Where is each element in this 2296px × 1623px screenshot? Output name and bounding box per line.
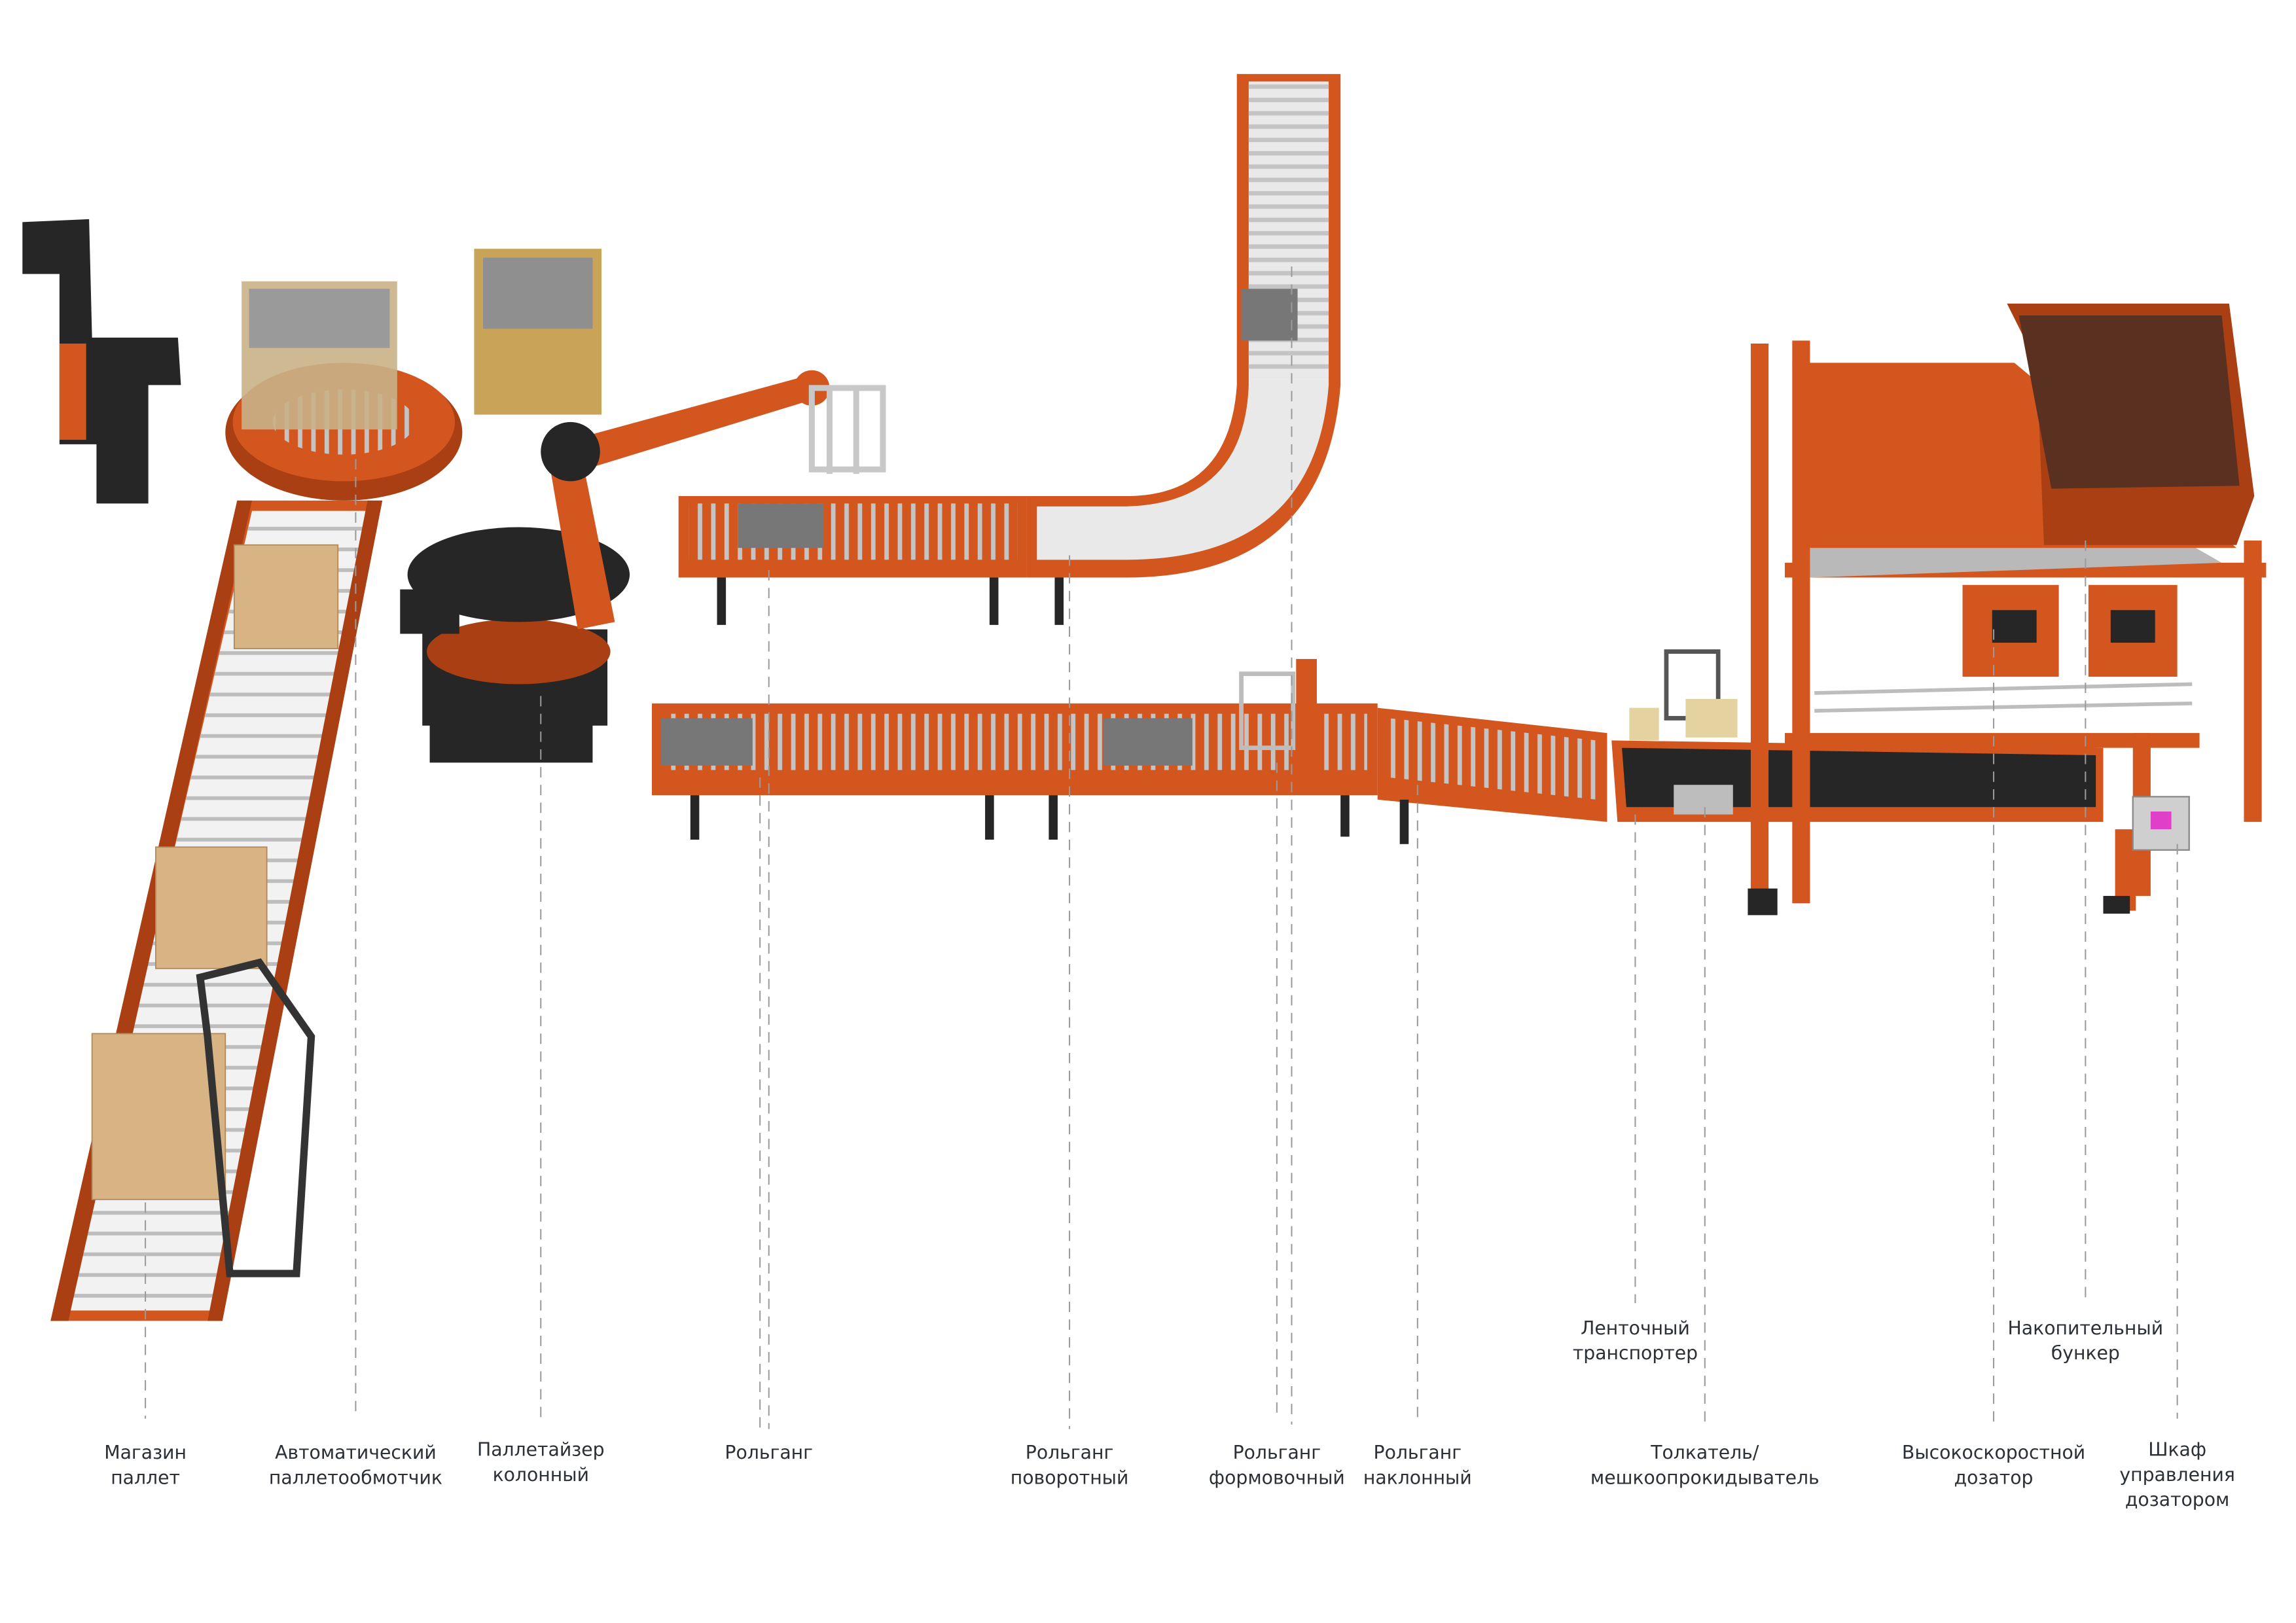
lower-roller-conveyor-line <box>651 658 1607 844</box>
pallet <box>155 846 268 969</box>
upper-roller-conveyor <box>678 74 1341 625</box>
doser-control-cabinet <box>2103 796 2190 914</box>
label-roller-conveyor: Рольганг <box>725 1442 813 1463</box>
pallet-wrapper-machine <box>22 219 463 504</box>
finished-pallet-load <box>474 249 602 415</box>
dosing-station <box>1748 303 2267 916</box>
leader-lines <box>145 266 2178 1429</box>
pallet-magazine-conveyor <box>50 500 383 1321</box>
cabinet-screen <box>2150 812 2172 830</box>
belt-conveyor <box>1611 649 2104 822</box>
label-pusher-bag-flattener: Толкатель/мешкоопрокидыватель <box>1590 1442 1820 1488</box>
column-palletizer-robot <box>400 370 886 763</box>
pallet <box>233 544 339 650</box>
pallet <box>91 1033 226 1200</box>
